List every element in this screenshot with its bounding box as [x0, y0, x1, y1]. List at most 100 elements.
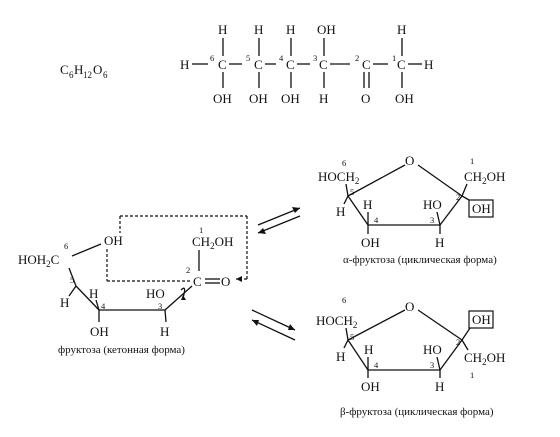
- b5-h: H: [336, 349, 345, 364]
- a-anomeric-oh: OH: [472, 201, 491, 216]
- b1-ch: CH: [464, 350, 482, 365]
- num-k6: 6: [64, 241, 68, 251]
- c5-top-h: H: [254, 22, 263, 37]
- c6-bottom-oh: OH: [213, 91, 232, 106]
- b3-h: H: [435, 379, 444, 394]
- carbon-3: C: [319, 57, 328, 72]
- carbonyl-oxygen: O: [361, 91, 370, 106]
- alpha-caption: α-фруктоза (циклическая форма): [343, 254, 497, 266]
- num-c2: 2: [355, 53, 359, 63]
- a3-h: H: [435, 235, 444, 250]
- k-carbonyl-o: O: [221, 274, 230, 289]
- num-a6: 6: [342, 158, 346, 168]
- keto-form-structure: 6 HOH2C OH 5 H H 4 OH 3 H HO 2 C O CH2OH…: [18, 215, 248, 356]
- bond: [71, 243, 102, 257]
- c3-top-oh: OH: [317, 22, 336, 37]
- num-k2: 2: [186, 265, 190, 275]
- bond: [95, 299, 100, 311]
- arrowhead: [258, 228, 266, 234]
- num-a2: 2: [456, 192, 460, 202]
- num-b2: 2: [456, 337, 460, 347]
- k4-h: H: [89, 286, 98, 301]
- hoh-c: C: [51, 252, 60, 267]
- ring-bond: [347, 339, 369, 371]
- num-c5: 5: [246, 53, 250, 63]
- formula-o-count: 6: [103, 70, 108, 80]
- k1-oh: OH: [215, 234, 234, 249]
- c1-bottom-oh: OH: [395, 91, 414, 106]
- b-hoch2: HOCH2: [316, 313, 357, 330]
- ring-bond: [347, 195, 369, 226]
- carbon-4: C: [286, 57, 295, 72]
- num-b3: 3: [430, 360, 434, 370]
- ring-bond: [347, 309, 406, 341]
- bond: [68, 267, 77, 287]
- electron-arrowhead: [181, 295, 186, 300]
- num-b1: 1: [470, 370, 474, 380]
- num-k3: 3: [158, 301, 162, 311]
- b-anomeric-oh: OH: [472, 312, 491, 327]
- bond: [345, 183, 349, 197]
- a1-ch2oh: CH2OH: [464, 169, 505, 186]
- bond: [164, 309, 167, 323]
- hoh-part: HOH: [18, 252, 46, 267]
- b1-oh: OH: [487, 350, 506, 365]
- bond: [164, 285, 193, 311]
- b-hoch-sub: 2: [353, 320, 358, 330]
- carbon-6: C: [218, 57, 227, 72]
- a1-oh: OH: [487, 169, 506, 184]
- bond: [461, 183, 468, 197]
- formula-h: H: [74, 62, 83, 77]
- terminal-h-left: H: [180, 57, 189, 72]
- num-c3: 3: [313, 53, 317, 63]
- keto-caption: фруктоза (кетонная форма): [58, 344, 185, 356]
- carbon-2: C: [362, 57, 371, 72]
- num-b4: 4: [374, 360, 379, 370]
- k3-h: H: [160, 324, 169, 339]
- a1-sub: 2: [482, 176, 487, 186]
- bond: [461, 339, 469, 351]
- terminal-h-right: H: [424, 57, 433, 72]
- carbon-1: C: [397, 57, 406, 72]
- ring-bond: [347, 164, 406, 197]
- ring-bond: [439, 195, 463, 226]
- k1-sub: 2: [210, 241, 215, 251]
- bond: [436, 356, 441, 371]
- num-k5: 5: [70, 275, 74, 285]
- a1-ch: CH: [464, 169, 482, 184]
- a-hoch: HOCH: [318, 169, 355, 184]
- ring-bond: [417, 164, 463, 197]
- equilibrium-arrows: [251, 207, 301, 341]
- bond: [436, 211, 441, 226]
- hoh2c-group: HOH2C: [18, 252, 59, 269]
- num-a3: 3: [430, 215, 434, 225]
- bond: [345, 327, 349, 341]
- b-hoch: HOCH: [316, 313, 353, 328]
- bond: [461, 327, 471, 341]
- b-ring-o: O: [405, 299, 414, 314]
- formula-c: C: [60, 62, 69, 77]
- formula-c-count: 6: [69, 70, 74, 80]
- b4-oh: OH: [361, 379, 380, 394]
- a-anomeric-oh-box: [468, 199, 494, 218]
- open-chain-structure: H H H OH H H 6 C 5 C 4 C 3 C 2 C 1 C H: [180, 22, 433, 106]
- bond: [75, 285, 100, 311]
- molecular-formula: C 6 H 12 O 6: [60, 62, 108, 80]
- k5-h: H: [60, 295, 69, 310]
- c1-top-h: H: [397, 22, 406, 37]
- formula-o: O: [93, 62, 102, 77]
- hoh-sub: 2: [46, 259, 51, 269]
- arrowhead: [292, 207, 300, 213]
- num-a4: 4: [374, 215, 379, 225]
- c4-top-h: H: [286, 22, 295, 37]
- beta-caption: β-фруктоза (циклическая форма): [340, 406, 494, 418]
- num-c1: 1: [392, 53, 396, 63]
- num-a1: 1: [470, 156, 474, 166]
- formula-h-count: 12: [83, 70, 92, 80]
- electron-arrow: [180, 287, 186, 299]
- b-anomeric-oh-box: [468, 310, 494, 329]
- num-c6: 6: [210, 53, 214, 63]
- k2-carbon: C: [193, 274, 202, 289]
- arrowhead: [252, 320, 259, 326]
